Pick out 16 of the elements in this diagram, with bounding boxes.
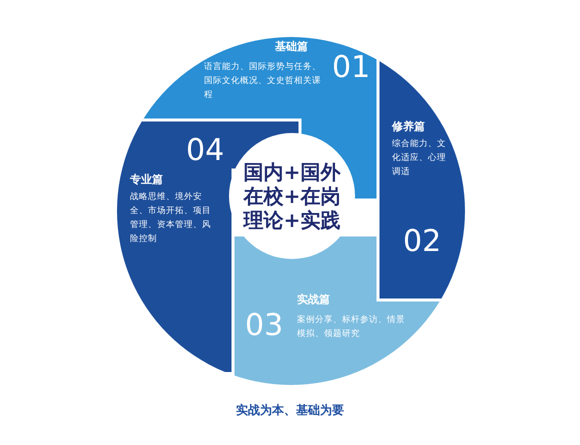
center-text: 理论+实践 — [242, 208, 342, 232]
center-text: 国内+国外 — [242, 160, 342, 184]
center-text: 在校+在岗 — [242, 184, 342, 208]
section-text: 语言能力、国际形势与任务、国际文化概况、文史哲相关课程 — [204, 60, 322, 102]
caption: 实战为本、基础为要 — [235, 402, 345, 419]
section-text: 综合能力、文化适应、心理调适 — [392, 138, 447, 179]
section-heading: 基础篇 — [275, 40, 308, 54]
section-number: 02 — [403, 226, 442, 258]
section-number: 03 — [245, 310, 284, 342]
section-text: 战略思维、境外安全、市场开拓、项目管理、资本管理、风险控制 — [130, 190, 212, 246]
section-number: 04 — [186, 135, 224, 167]
section-heading: 实战篇 — [297, 293, 330, 307]
section-number: 01 — [332, 52, 370, 84]
section-heading: 修养篇 — [392, 120, 425, 134]
section-text: 案例分享、标杆参访、情景模拟、领题研究 — [297, 314, 406, 341]
section-heading: 专业篇 — [130, 173, 163, 187]
